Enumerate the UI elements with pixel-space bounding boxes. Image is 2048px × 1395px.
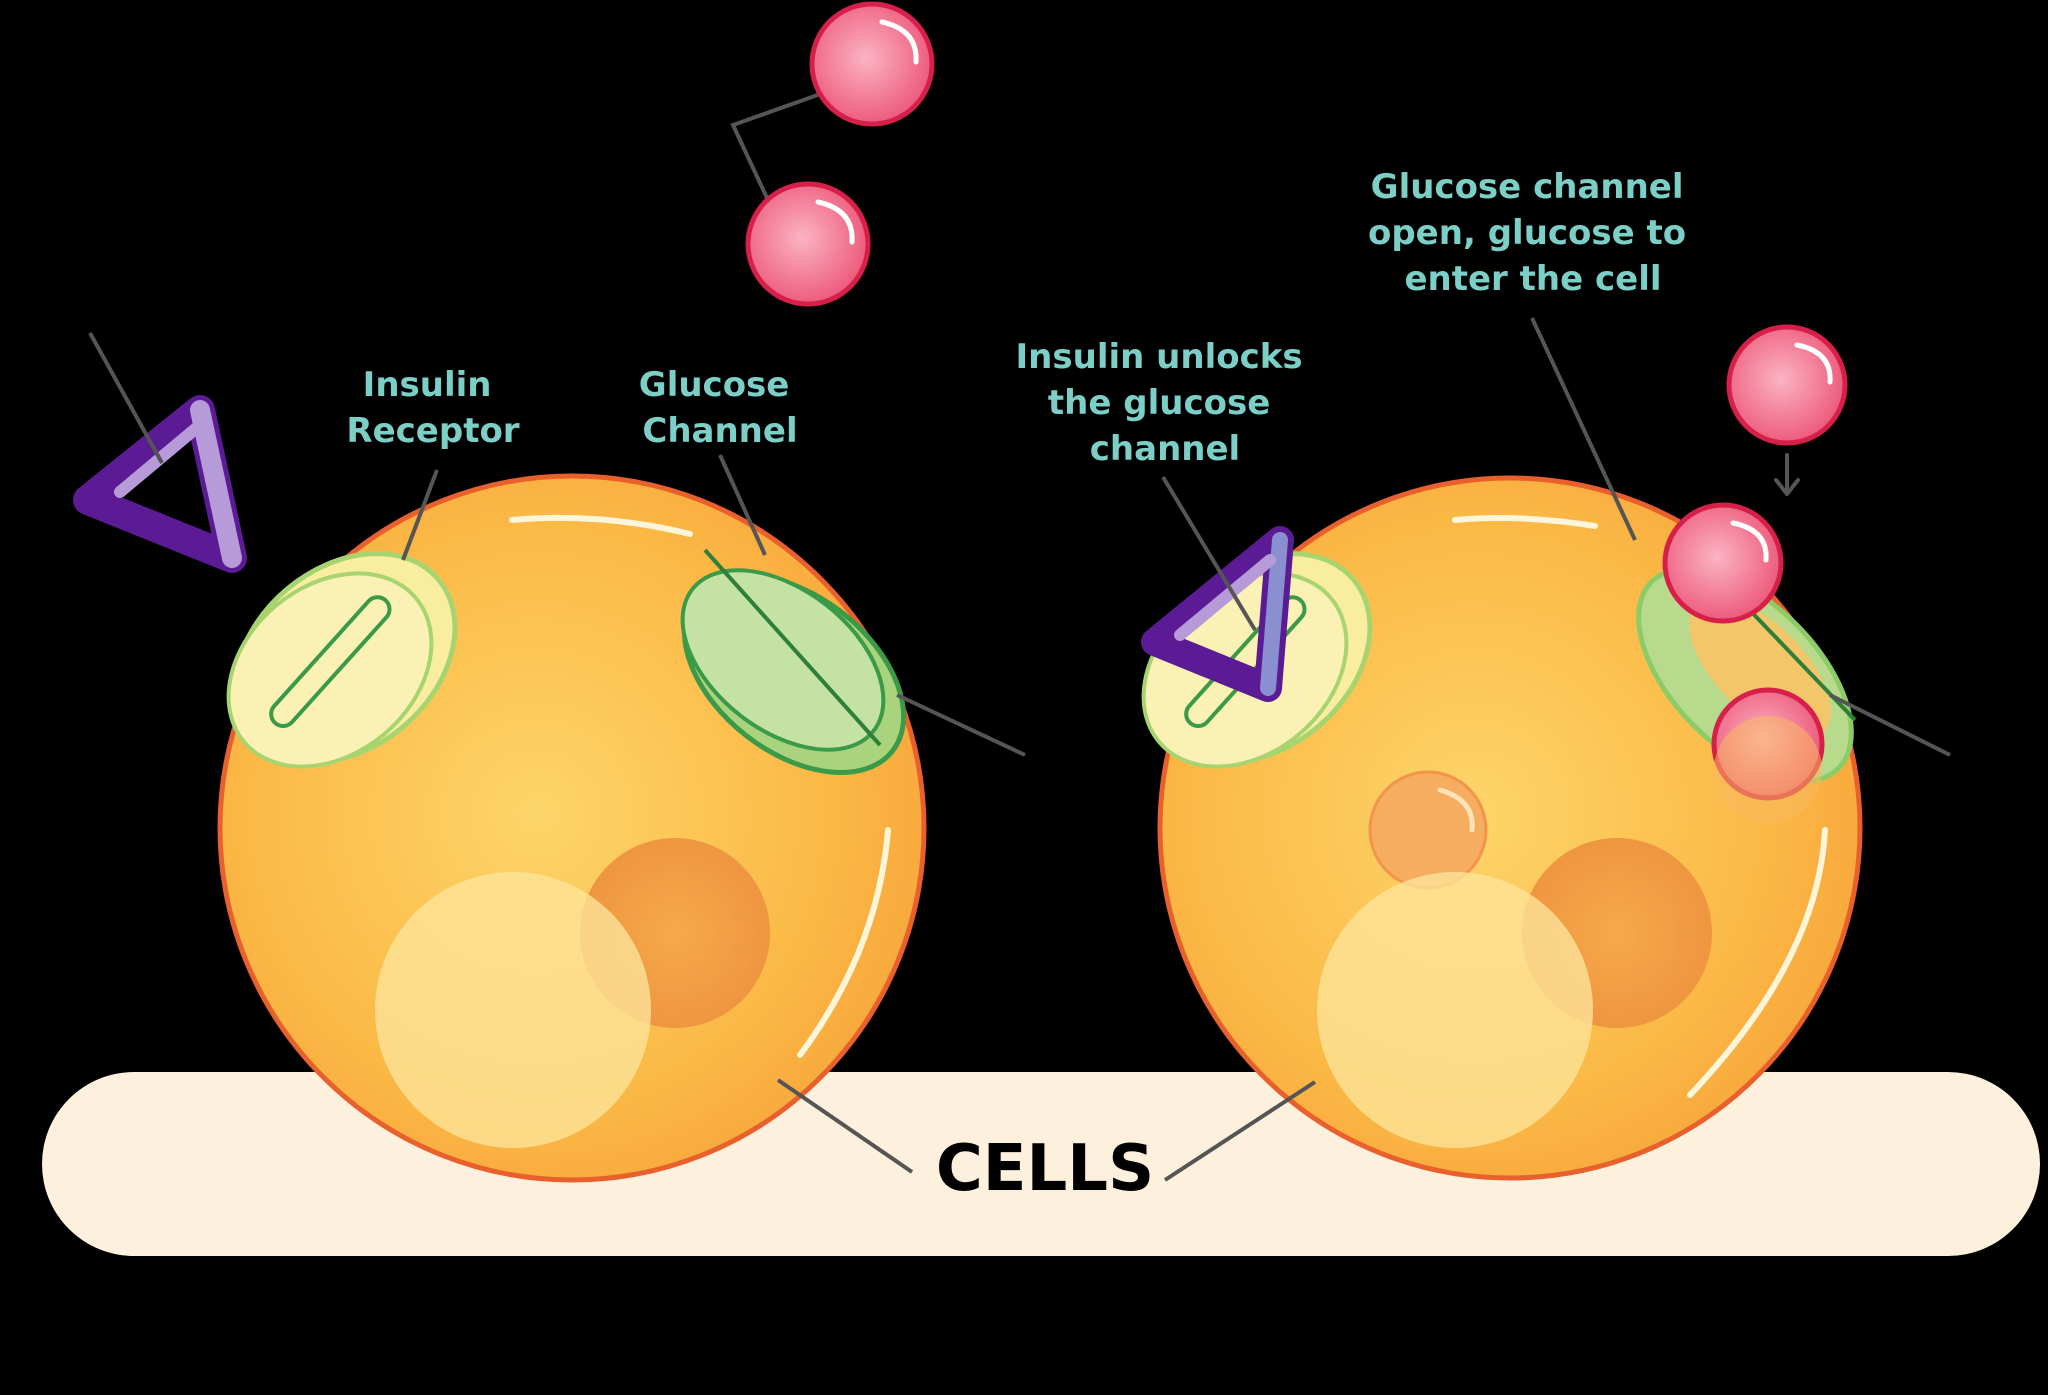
cell-right [1141,324,1863,1181]
insulin-molecule-icon [1141,526,1294,702]
cell-highlight-top [1452,515,1598,529]
cell-nucleus-light [1317,872,1593,1148]
cell-highlight-top [509,514,693,537]
insulin-unlocks-label: Insulin unlocks the glucose channel [1016,337,1315,469]
glucose-inside-cell [1368,770,1488,890]
arrow-down-icon [1774,453,1800,496]
glucose-molecule-icon [730,1,935,307]
glucose-molecule-icon [1662,324,1848,824]
insulin-receptor-icon [226,551,458,769]
leader-lines [88,317,1951,1182]
glucose-channel-icon [680,548,907,775]
cell-nucleus-light [375,872,651,1148]
cell-left [73,1,935,1183]
insulin-receptor-label: Insulin Receptor [346,365,519,451]
channel-open-label: Glucose channel open, glucose to enter t… [1368,167,1698,299]
glucose-channel-label: Glucose Channel [639,365,801,451]
insulin-molecule-icon [73,395,247,573]
cell-highlight-right [1687,827,1828,1098]
cell-highlight-right [797,827,891,1058]
cells-label: CELLS [936,1132,1154,1206]
